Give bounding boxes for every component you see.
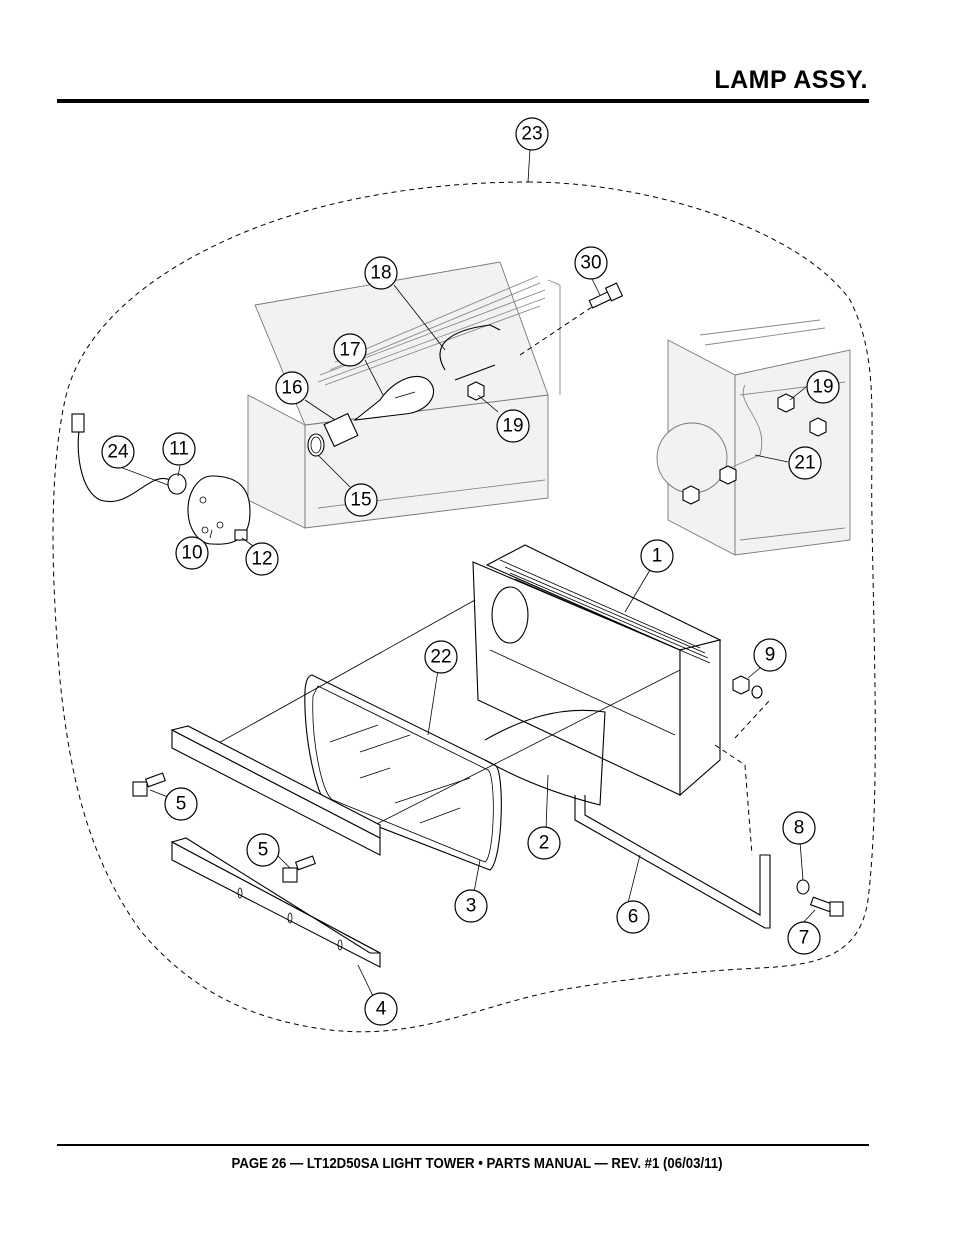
- svg-text:18: 18: [370, 263, 391, 284]
- svg-text:11: 11: [169, 439, 189, 460]
- svg-text:7: 7: [799, 928, 810, 949]
- bolt: [588, 282, 624, 309]
- rear-view-housing: [656, 319, 851, 556]
- svg-text:21: 21: [794, 453, 815, 474]
- screw: [234, 529, 248, 541]
- svg-text:30: 30: [580, 253, 601, 274]
- svg-text:10: 10: [181, 543, 202, 564]
- callout-2: 2: [527, 826, 561, 860]
- callout-7: 7: [787, 921, 821, 955]
- kit-boundary-outline: [52, 181, 876, 1033]
- svg-text:15: 15: [350, 490, 371, 511]
- page-footer: PAGE 26 — LT12D50SA LIGHT TOWER • PARTS …: [231, 1155, 723, 1172]
- svg-text:9: 9: [765, 645, 776, 666]
- lamp-bracket: [439, 324, 501, 381]
- callout-17: 17: [333, 333, 367, 367]
- callout-9: 9: [753, 638, 787, 672]
- svg-text:5: 5: [258, 840, 269, 861]
- header-rule: [57, 99, 869, 103]
- lens-bracket-lower: [170, 837, 381, 968]
- hex-nut: [467, 381, 485, 401]
- svg-text:12: 12: [251, 549, 272, 570]
- svg-text:5: 5: [176, 794, 187, 815]
- callout-4: 4: [364, 992, 398, 1026]
- svg-text:24: 24: [107, 442, 129, 463]
- screw-5a: [132, 772, 166, 797]
- floodlight-housing: [472, 544, 722, 797]
- svg-text:8: 8: [794, 818, 805, 839]
- reflector-sheet: [484, 709, 606, 806]
- callout-22: 22: [424, 640, 458, 674]
- callout-15: 15: [344, 483, 378, 517]
- svg-text:19: 19: [812, 377, 833, 398]
- svg-text:17: 17: [339, 340, 360, 361]
- svg-text:16: 16: [281, 378, 302, 399]
- callout-6: 6: [616, 900, 650, 934]
- callout-11: 11: [162, 432, 196, 466]
- lens-bracket-upper: [170, 725, 381, 856]
- callout-19-left: 19: [496, 409, 530, 443]
- callout-19-right: 19: [806, 370, 840, 404]
- callout-16: 16: [275, 371, 309, 405]
- power-cable: [77, 424, 171, 503]
- svg-text:23: 23: [521, 124, 542, 145]
- svg-text:6: 6: [628, 907, 639, 928]
- nut-9: [732, 675, 750, 695]
- lens-assembly: [304, 674, 502, 871]
- svg-text:19: 19: [502, 416, 523, 437]
- washer-8: [796, 879, 810, 895]
- leader-lines: [119, 274, 816, 997]
- callout-18: 18: [364, 256, 398, 290]
- callout-8: 8: [782, 811, 816, 845]
- svg-text:4: 4: [376, 999, 387, 1020]
- callout-30: 30: [574, 246, 608, 280]
- bolt-7: [809, 896, 844, 917]
- callout-1: 1: [640, 539, 674, 573]
- callout-10: 10: [175, 536, 209, 570]
- callout-5-mid: 5: [246, 833, 280, 867]
- lamp-bulb: [353, 375, 435, 421]
- callout-5-left: 5: [164, 787, 198, 821]
- svg-text:2: 2: [539, 833, 550, 854]
- cable-plug: [71, 413, 85, 433]
- socket-cap: [187, 475, 251, 545]
- callout-24: 24: [101, 435, 135, 469]
- page-title: LAMP ASSY.: [714, 66, 868, 94]
- grommet: [167, 473, 187, 495]
- callout-3: 3: [454, 889, 488, 923]
- washer-9: [751, 685, 763, 699]
- svg-text:1: 1: [652, 546, 663, 567]
- svg-text:3: 3: [466, 896, 477, 917]
- lamp-socket: [323, 412, 359, 448]
- callout-23: 23: [515, 117, 549, 151]
- mounting-yoke: [574, 795, 771, 929]
- callout-21: 21: [788, 446, 822, 480]
- footer-rule: [57, 1144, 869, 1146]
- callout-12: 12: [245, 542, 279, 576]
- svg-text:22: 22: [430, 647, 451, 668]
- screw-5b: [282, 855, 316, 883]
